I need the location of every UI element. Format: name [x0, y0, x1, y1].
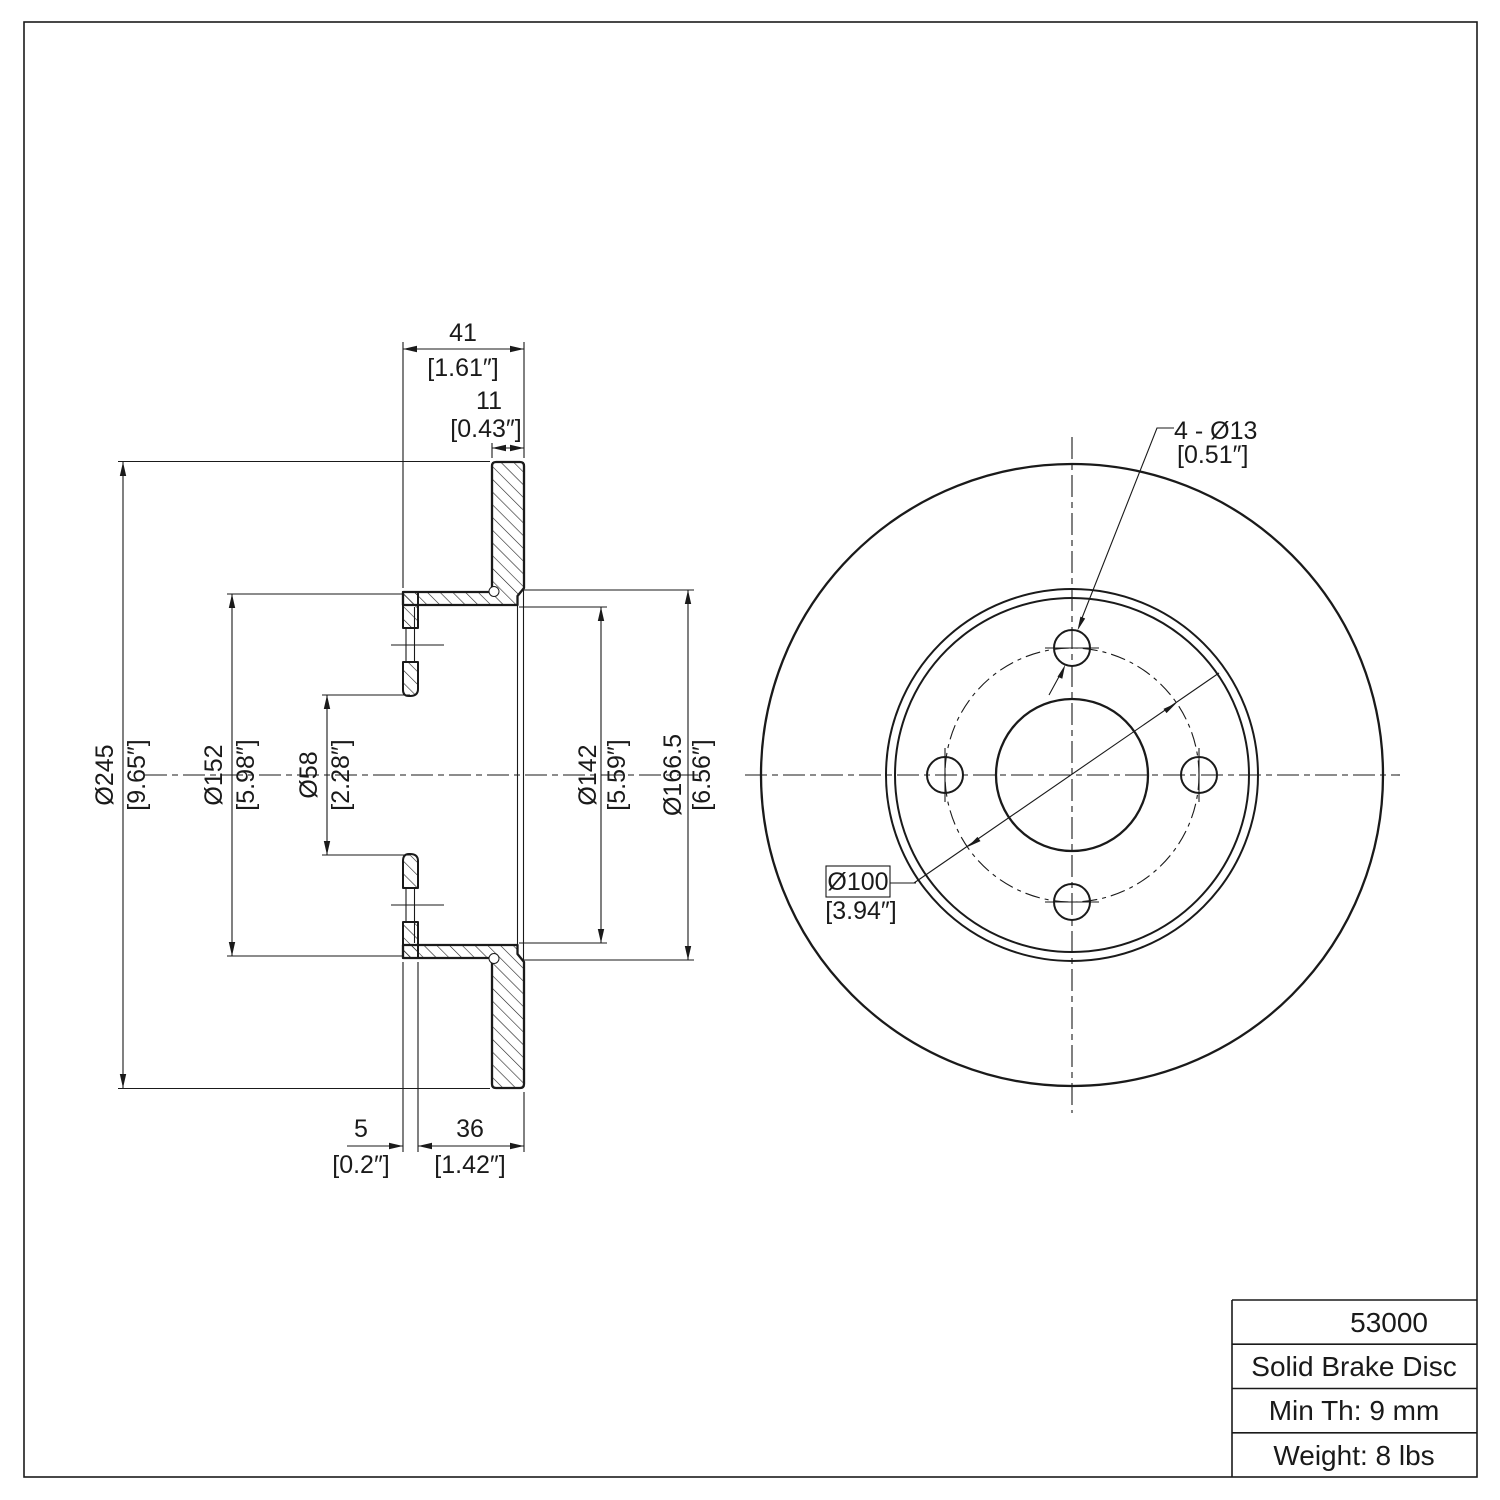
mount-ring-inner-circle [894, 597, 1250, 953]
dim-overall-width-mm: 41 [449, 319, 477, 347]
section-centerlines [145, 644, 698, 906]
dim-hat-depth-mm: 36 [456, 1115, 484, 1143]
title-block: 53000 Solid Brake Disc Min Th: 9 mm Weig… [1231, 1299, 1477, 1477]
dim-disc-thickness-in: [0.43″] [450, 415, 521, 443]
outer-circle [759, 462, 1385, 1088]
dim-hat-diameter-mm: Ø152 [200, 744, 228, 805]
dim-inner-face-diameter-in: [5.59″] [603, 739, 631, 810]
dim-disc-thickness-mm: 11 [476, 387, 502, 415]
dim-offset-mm: 5 [354, 1115, 368, 1143]
bolt-circle-dimension: Ø100 [3.94″] [825, 672, 1220, 925]
dim-hat-diameter-in: [5.98″] [232, 739, 260, 810]
dim-outer-diameter-in: [9.65″] [123, 739, 151, 810]
dim-inner-face-diameter-mm: Ø142 [574, 744, 602, 805]
dim-hat-depth-in: [1.42″] [434, 1151, 505, 1179]
dim-offset-in: [0.2″] [332, 1151, 390, 1179]
front-centerlines [745, 437, 1400, 1113]
section-extension-lines [118, 342, 694, 1152]
dim-stud-holes-mm: 4 - Ø13 [1174, 417, 1257, 445]
dim-bore-diameter-mm: Ø58 [295, 751, 323, 798]
mount-ring-outer-circle [885, 588, 1259, 962]
dim-bolt-circle-in: [3.94″] [825, 897, 896, 925]
product-name: Solid Brake Disc [1251, 1351, 1456, 1382]
front-view: Ø100 [3.94″] 4 - Ø13 [0.51″] [745, 417, 1400, 1113]
weight: Weight: 8 lbs [1273, 1440, 1434, 1471]
part-number: 53000 [1350, 1307, 1428, 1338]
dim-outer-diameter-mm: Ø245 [91, 744, 119, 805]
dim-overall-width-in: [1.61″] [427, 354, 498, 382]
dim-mount-face-diameter-in: [6.56″] [688, 739, 716, 810]
dim-bolt-circle-mm: Ø100 [827, 868, 888, 896]
min-thickness: Min Th: 9 mm [1269, 1395, 1440, 1426]
relief-notch-bottom [488, 953, 500, 964]
page-border [23, 21, 1478, 1478]
center-bore-circle [994, 697, 1150, 853]
dim-mount-face-diameter-mm: Ø166.5 [659, 734, 687, 816]
section-dimension-lines [119, 345, 692, 1150]
bolt-circle-label-box [825, 865, 891, 898]
relief-notch-top [488, 586, 500, 597]
stud-holes [926, 629, 1218, 921]
stud-hole-dimension: 4 - Ø13 [0.51″] [1048, 417, 1257, 696]
section-outline [401, 460, 526, 1090]
dim-stud-holes-in: [0.51″] [1177, 441, 1248, 469]
dim-bore-diameter-in: [2.28″] [327, 739, 355, 810]
section-view: 41 [1.61″] 11 [0.43″] 5 [0.2″] 36 [1.42″… [91, 319, 716, 1179]
section-dimension-labels: 41 [1.61″] 11 [0.43″] 5 [0.2″] 36 [1.42″… [91, 319, 716, 1179]
